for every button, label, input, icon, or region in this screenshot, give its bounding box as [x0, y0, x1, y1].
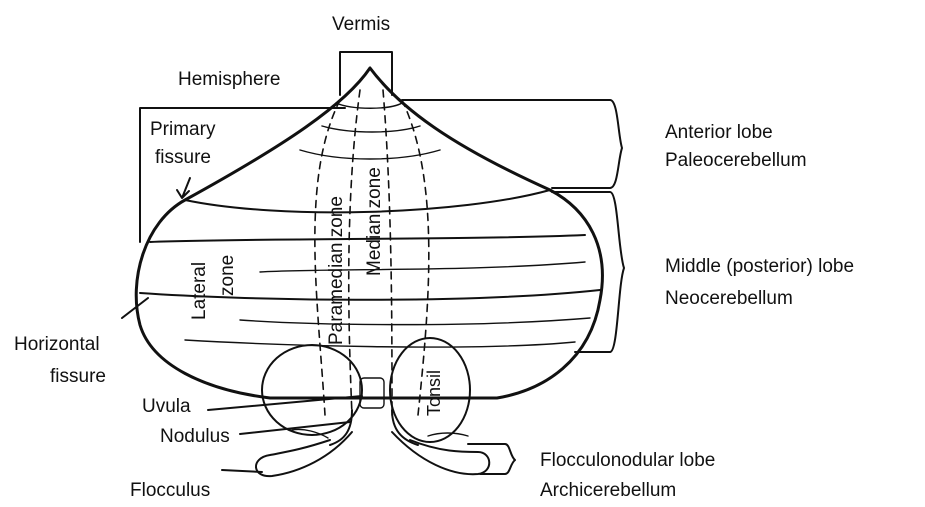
median-zone-label: Median zone: [364, 167, 385, 276]
anterior-lobe-label: Anterior lobe: [665, 122, 773, 143]
uvula-shape: [360, 378, 384, 408]
left-flocculus-shape: [256, 432, 352, 476]
hemisphere-label: Hemisphere: [178, 69, 280, 90]
nodulus-shape: [330, 410, 418, 445]
middle-lobe-brace: [552, 192, 624, 352]
flocculonodular-brace: [468, 444, 515, 474]
primary-fissure-label-1: Primary: [150, 119, 216, 140]
horizontal-fissure-label-1: Horizontal: [14, 334, 100, 355]
folium-line-5: [260, 262, 585, 272]
paleocerebellum-label: Paleocerebellum: [665, 150, 807, 171]
flocculus-label: Flocculus: [130, 480, 210, 501]
nodulus-label: Nodulus: [160, 426, 230, 447]
neocerebellum-label: Neocerebellum: [665, 288, 793, 309]
archicerebellum-label: Archicerebellum: [540, 480, 676, 501]
paramedian-zone-label: Paramedian zone: [326, 196, 347, 345]
vermis-label: Vermis: [332, 14, 390, 35]
flocculonodular-lobe-label: Flocculonodular lobe: [540, 450, 715, 471]
right-flocculus-shape: [392, 432, 489, 474]
folium-line-3: [322, 126, 420, 132]
folium-line-7: [185, 340, 575, 347]
anterior-lobe-brace: [402, 100, 622, 188]
folium-line-6: [240, 318, 590, 325]
uvula-label: Uvula: [142, 396, 191, 417]
middle-lobe-label: Middle (posterior) lobe: [665, 256, 854, 277]
horizontal-fissure-label-2: fissure: [50, 366, 106, 387]
tonsil-label: Tonsil: [424, 370, 444, 416]
primary-fissure-arrow: [177, 178, 190, 198]
paramedian-boundary-right: [402, 100, 429, 415]
zone-label: zone: [217, 255, 238, 296]
lateral-label: Lateral: [189, 262, 210, 320]
primary-fissure-label-2: fissure: [155, 147, 211, 168]
folium-line-2: [336, 103, 402, 108]
